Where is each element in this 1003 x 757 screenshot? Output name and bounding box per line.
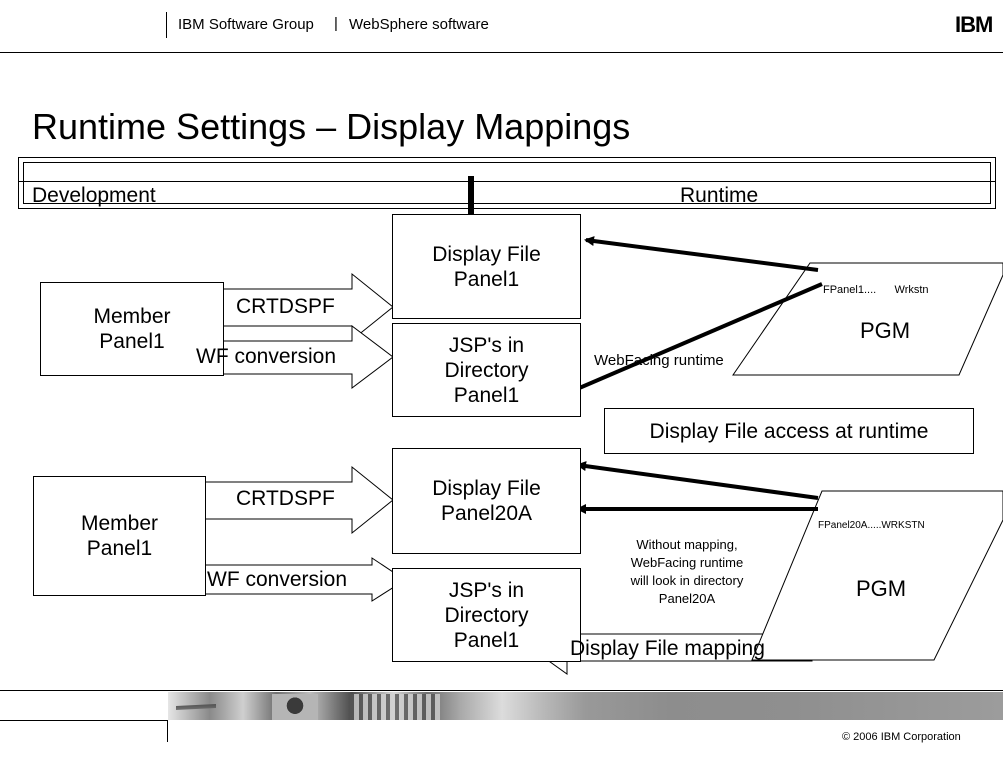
- display-file-mapping-label: Display File mapping: [570, 637, 765, 660]
- crtdspf-arrow-top: [219, 272, 394, 342]
- jsp-box-top: JSP's in Directory Panel1: [392, 323, 581, 417]
- pgm-label-bottom: PGM: [856, 576, 907, 601]
- display-file-box-top-line1: Display File: [432, 242, 541, 266]
- without-mapping-note-line4: Panel20A: [658, 591, 716, 606]
- jsp-box-top-line2: Directory: [444, 358, 529, 382]
- footer-figure-1: [176, 704, 216, 710]
- timeline-bar-bevel: [23, 162, 991, 204]
- ibm-logo: IBM: [955, 12, 993, 37]
- page-title: Runtime Settings – Display Mappings: [32, 106, 631, 147]
- without-mapping-note-line1: Without mapping,: [636, 537, 738, 552]
- timeline-bar-inner-top: [19, 181, 995, 182]
- pgm-header-bottom: FPanel20A.....WRKSTN: [818, 520, 925, 531]
- footer-top-line: [0, 690, 1003, 691]
- crtdspf-arrow-bottom: [199, 465, 394, 535]
- without-mapping-note-line3: will look in directory: [630, 573, 744, 588]
- display-file-box-bottom-line1: Display File: [432, 477, 541, 500]
- member-box-bottom: Member Panel1: [33, 476, 206, 596]
- copyright-label: © 2006 IBM Corporation: [842, 731, 961, 743]
- display-file-access-label: Display File access at runtime: [649, 419, 929, 443]
- member-box-top-line1: Member: [93, 305, 171, 328]
- member-box-top: Member Panel1: [40, 282, 224, 376]
- webfacing-runtime-label: WebFacing runtime: [594, 352, 724, 369]
- timeline-runtime-label: Runtime: [680, 184, 759, 207]
- timeline-divider: [468, 176, 474, 216]
- footer-tick: [167, 720, 168, 742]
- member-box-bottom-line1: Member: [80, 512, 159, 535]
- without-mapping-note: Without mapping, WebFacing runtime will …: [603, 536, 771, 608]
- display-file-box-bottom-line2: Panel20A: [440, 502, 533, 525]
- crtdspf-label-bottom: CRTDSPF: [236, 487, 335, 510]
- crtdspf-label-top: CRTDSPF: [236, 295, 335, 318]
- jsp-box-bottom-line3: Panel1: [453, 628, 520, 652]
- pgm-parallelogram-top: [732, 262, 1003, 376]
- header-tick: [166, 12, 167, 38]
- footer-figure-3: [350, 694, 440, 720]
- display-file-box-top-line2: Panel1: [453, 267, 520, 291]
- timeline-development-label: Development: [32, 184, 156, 207]
- display-file-box-bottom: Display File Panel20A: [392, 448, 581, 554]
- member-box-bottom-line2: Panel1: [86, 537, 153, 560]
- jsp-box-top-line3: Panel1: [453, 383, 520, 407]
- header-group-label: IBM Software Group: [178, 16, 314, 33]
- member-box-top-line2: Panel1: [99, 330, 165, 353]
- jsp-box-bottom-line1: JSP's in: [448, 578, 525, 602]
- access-arrow-to-display-file-bottom-a: [576, 461, 819, 500]
- header-bar: IBM Software Group | WebSphere software …: [0, 0, 1003, 53]
- display-file-box-top: Display File Panel1: [392, 214, 581, 319]
- jsp-box-bottom: JSP's in Directory Panel1: [392, 568, 581, 662]
- footer-figure-2: [272, 694, 318, 720]
- jsp-box-bottom-line2: Directory: [444, 603, 529, 627]
- jsp-box-top-line1: JSP's in: [448, 333, 525, 357]
- without-mapping-note-line2: WebFacing runtime: [630, 555, 744, 570]
- display-file-access-box: Display File access at runtime: [604, 408, 974, 454]
- wf-conversion-arrow-bottom: [199, 557, 406, 602]
- header-divider: [0, 52, 1003, 53]
- footer-left-box-line: [0, 720, 168, 721]
- timeline-bar: [18, 157, 996, 216]
- header-product-label: WebSphere software: [349, 16, 489, 33]
- pgm-header-top: FPanel1.... Wrkstn: [823, 284, 929, 296]
- access-arrow-to-jsp-top: [554, 282, 823, 400]
- wf-conversion-label-bottom: WF conversion: [207, 568, 348, 591]
- header-separator: |: [334, 15, 338, 32]
- pgm-label-top: PGM: [860, 318, 911, 343]
- wf-conversion-label-top: WF conversion: [196, 345, 337, 368]
- pgm-parallelogram-bottom: [751, 490, 1003, 661]
- access-arrow-to-display-file-top: [584, 236, 819, 272]
